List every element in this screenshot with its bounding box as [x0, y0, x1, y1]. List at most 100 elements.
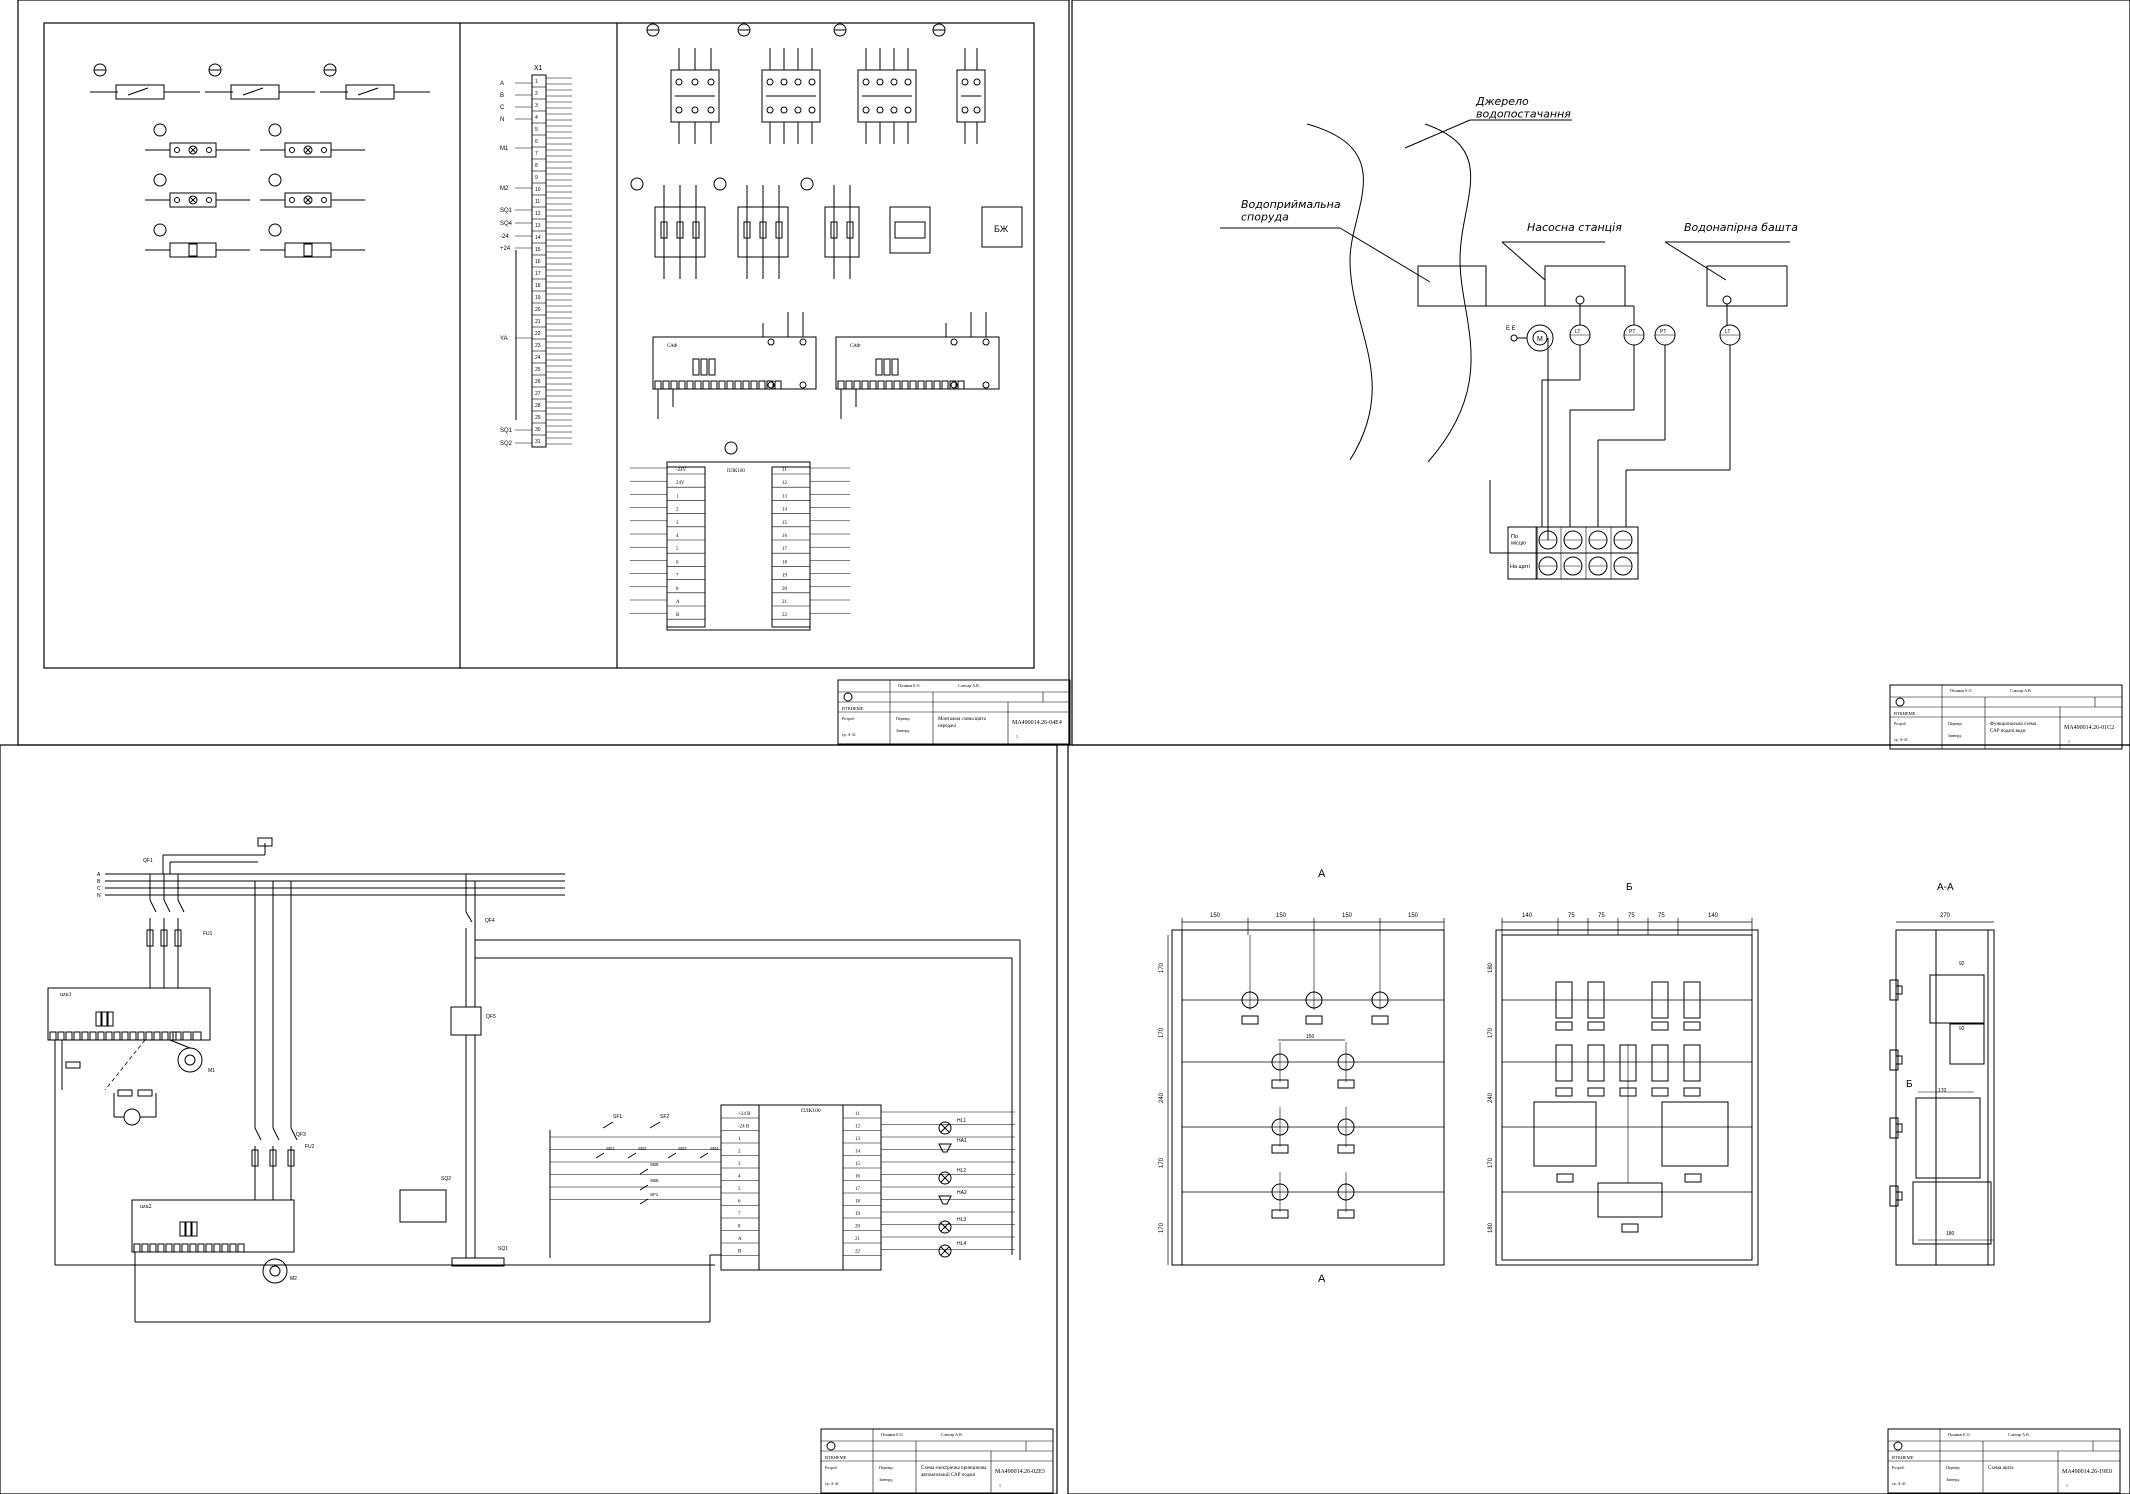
converter-frame	[1661, 1101, 1729, 1167]
title-block-field: Слюсар А.В.	[958, 683, 980, 688]
plc-left-pin: 2	[738, 1150, 741, 1155]
plc-left-pin: 5	[738, 1187, 741, 1192]
lamp-icon	[188, 195, 198, 205]
resistor	[65, 1061, 81, 1069]
title-block-field: Слюсар А.В.	[2010, 688, 2032, 693]
lamp-icon-cross	[940, 1222, 950, 1232]
converter-terminal	[734, 380, 742, 390]
terminal-number: 23	[535, 343, 541, 349]
motor-label: M	[1537, 336, 1543, 343]
terminal-number: 20	[535, 307, 541, 313]
converter-terminal	[197, 1243, 205, 1253]
fuse-label: FU2	[305, 1144, 315, 1150]
terminal-dot	[890, 78, 898, 86]
converter-terminal	[237, 1243, 245, 1253]
terminal-number: 22	[535, 331, 541, 337]
lamp-label: HL2	[957, 1168, 966, 1174]
converter-terminal	[57, 1031, 65, 1041]
terminal-number: 26	[535, 379, 541, 385]
section-b-side: Б	[1906, 1079, 1913, 1090]
terminal-number: 19	[535, 295, 541, 301]
nameplate	[1337, 1144, 1355, 1154]
dim-value: 170	[1159, 1027, 1165, 1038]
nameplate	[1305, 1015, 1323, 1025]
converter-terminal	[205, 1243, 213, 1253]
lamp-icon	[188, 145, 198, 155]
title-block-org: ВТКНЕМЕ	[1894, 711, 1916, 716]
breaker-contact	[177, 899, 185, 913]
converter-terminal	[869, 380, 877, 390]
dim-value: 75	[1628, 913, 1635, 919]
terminal-dot	[794, 106, 802, 114]
terminal-dot	[982, 381, 990, 389]
terminal-number: 14	[535, 235, 541, 241]
plc-right-pin: 20	[782, 587, 788, 592]
converter-terminal	[229, 1243, 237, 1253]
plc-left-pin: 4	[676, 534, 679, 539]
terminal-dot	[675, 78, 683, 86]
plc-left-pin: 7	[676, 574, 679, 579]
terminal-left-label: SQ4	[500, 221, 513, 227]
lamp-label: HL1	[957, 1118, 966, 1124]
plc-left-pin: 8	[738, 1225, 741, 1230]
terminal-left-label: SQ1	[500, 428, 513, 434]
ground-symbol	[268, 223, 282, 237]
converter-terminal	[917, 380, 925, 390]
terminal-dot	[862, 106, 870, 114]
converter-fuse	[185, 1221, 192, 1237]
title-block-doc: МА490014.26-19Е0	[2062, 1469, 2112, 1475]
title-block-field: Перевір.	[1948, 721, 1962, 726]
switch-box	[345, 84, 395, 100]
breaker-contact	[272, 1127, 280, 1141]
terminal-left-label: SQ1	[500, 208, 513, 214]
fuse-icon	[251, 1149, 259, 1167]
switch-label: SB3	[678, 1146, 687, 1151]
bus-label: N	[97, 893, 101, 899]
plc-right-pin: 12	[855, 1125, 861, 1130]
dim-value: 170	[1938, 1088, 1947, 1094]
button-icon	[1271, 1183, 1289, 1201]
title-block-field: Розроб.	[825, 1465, 838, 1470]
lamp-icon	[938, 1220, 952, 1234]
converter-fuse	[95, 1011, 102, 1027]
plc-left-pin: B	[738, 1250, 742, 1255]
terminal-dot	[707, 78, 715, 86]
terminal-block-title: X1	[534, 65, 543, 72]
switch-label: SF1	[613, 1114, 622, 1120]
terminal-dot	[675, 106, 683, 114]
terminal-left-label: -24	[500, 234, 509, 240]
terminal-dot	[799, 381, 807, 389]
title-block-field: Розроб.	[1892, 1465, 1905, 1470]
converter-terminal	[845, 380, 853, 390]
plc-right-pin: 13	[782, 494, 788, 499]
ground-symbol	[724, 441, 738, 455]
breaker-label: QF3	[296, 1132, 306, 1138]
converter-terminal	[89, 1031, 97, 1041]
section-a-top: А	[1318, 868, 1326, 880]
ground-symbol	[153, 123, 167, 137]
plc-left-pin: 6	[676, 560, 679, 565]
title-block-doc: МА490014.26-02Е3	[995, 1469, 1045, 1475]
plc-right-pin: 17	[855, 1187, 861, 1192]
fuse-icon	[174, 929, 182, 947]
fuse-icon	[660, 221, 668, 239]
title-block-field: гр. А-41	[825, 1481, 839, 1486]
breaker-icon	[1555, 981, 1573, 1019]
motor-inner	[269, 1265, 281, 1277]
breaker-body	[761, 69, 821, 123]
converter-terminal	[853, 380, 861, 390]
terminal-left-label: A	[500, 81, 504, 87]
switch-contact	[639, 1198, 649, 1205]
terminal-number: 1	[535, 79, 538, 85]
title-block-field: Слюсар А.В.	[941, 1432, 963, 1437]
lamp-label: HL3	[957, 1217, 966, 1223]
ground-symbol	[268, 173, 282, 187]
converter-terminal	[774, 380, 782, 390]
plc-right-pin: 15	[782, 521, 788, 526]
sensor-label: SQ1	[498, 1246, 508, 1252]
converter-terminal	[726, 380, 734, 390]
sensor-point	[1510, 334, 1518, 342]
